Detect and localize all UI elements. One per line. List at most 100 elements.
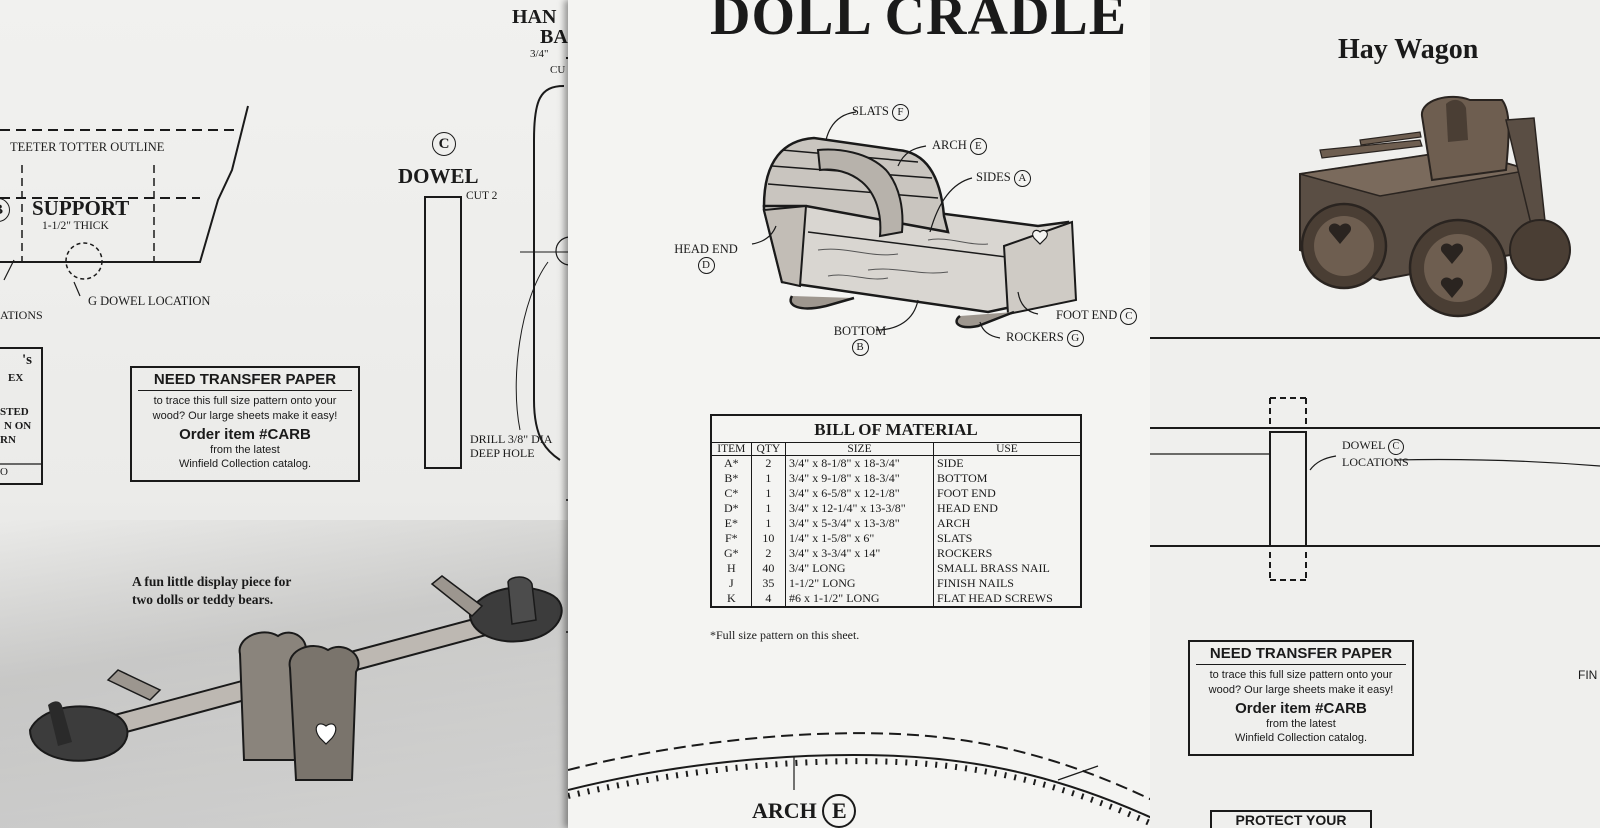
teeter-outline-label: TEETER TOTTER OUTLINE	[10, 140, 165, 154]
label-rockers: ROCKERS G	[1006, 330, 1084, 347]
handle-sub-1: 3/4"	[530, 48, 549, 60]
arch-pattern-text: ARCH	[752, 798, 817, 823]
bom-header-item: ITEM	[710, 442, 752, 456]
box-fragment-1: 's	[22, 352, 33, 368]
bom-item: G*	[710, 546, 752, 561]
bom-size: 3/4" x 6-5/8" x 12-1/8"	[784, 486, 934, 501]
head-end-letter: D	[697, 257, 715, 274]
bom-qty: 35	[750, 576, 786, 591]
bom-qty: 10	[750, 531, 786, 546]
transfer-heading: NEED TRANSFER PAPER	[138, 368, 352, 391]
bom-item: A*	[710, 455, 752, 471]
bom-header-use: USE	[932, 442, 1082, 456]
doll-cradle-title: DOLL CRADLE	[710, 0, 1128, 47]
bom-size: 3/4" x 8-1/8" x 18-3/4"	[784, 455, 934, 471]
label-slats: SLATS F	[852, 104, 909, 121]
bom-size: 1-1/2" LONG	[784, 576, 934, 591]
rockers-label-text: ROCKERS	[1006, 330, 1064, 344]
cradle-illustration	[568, 111, 1152, 827]
bom-title: BILL OF MATERIAL	[711, 415, 1081, 443]
support-thickness: 1-1/2" THICK	[42, 220, 109, 232]
bom-use: FLAT HEAD SCREWS	[932, 591, 1082, 607]
bom-item: J	[710, 576, 752, 591]
dowel-location-label: G DOWEL LOCATION	[88, 294, 211, 308]
protect-heading: PROTECT YOUR	[1235, 812, 1347, 828]
bom-qty: 2	[750, 455, 786, 471]
box-fragment-2: EX	[8, 372, 24, 384]
bom-use: HEAD END	[932, 501, 1082, 516]
box-fragment-4: N ON	[4, 420, 32, 432]
bom-size: 3/4" LONG	[784, 561, 934, 576]
bom-size: 3/4" x 5-3/4" x 13-3/8"	[784, 516, 934, 531]
bom-use: SMALL BRASS NAIL	[932, 561, 1082, 576]
bom-item: F*	[710, 531, 752, 546]
handle-title-2: BA	[540, 26, 568, 48]
bom-size: 3/4" x 3-3/4" x 14"	[784, 546, 934, 561]
bom-header-size: SIZE	[784, 442, 934, 456]
locations-label-text: LOCATIONS	[1342, 455, 1409, 469]
dowel-letter: C	[432, 132, 456, 156]
bottom-letter: B	[851, 339, 869, 356]
teeter-totter-pattern-lines	[0, 57, 570, 781]
transfer-line-1: to trace this full size pattern onto you…	[153, 395, 337, 407]
transfer-catalog: Winfield Collection catalog.	[178, 458, 312, 470]
dowel-title: DOWEL	[398, 164, 479, 188]
support-letter-circle: B	[0, 198, 10, 222]
sides-label-text: SIDES	[976, 170, 1011, 184]
teeter-totter-sheet: TEETER TOTTER OUTLINE B SUPPORT 1-1/2" T…	[0, 0, 570, 828]
bom-qty: 4	[750, 591, 786, 607]
box-fragment-6: O	[0, 466, 8, 478]
bom-qty: 40	[750, 561, 786, 576]
slats-letter: F	[891, 104, 909, 121]
hay-wagon-title: Hay Wagon	[1338, 34, 1479, 65]
label-sides: SIDES A	[976, 170, 1031, 187]
transfer-catalog: Winfield Collection catalog.	[1234, 732, 1368, 744]
protect-your-box: PROTECT YOUR	[1210, 810, 1372, 828]
label-arch: ARCH E	[932, 138, 987, 155]
transfer-paper-ad-left: NEED TRANSFER PAPER to trace this full s…	[130, 366, 360, 482]
foot-end-letter: C	[1120, 308, 1138, 325]
bom-use: ROCKERS	[932, 546, 1082, 561]
bom-size: 3/4" x 12-1/4" x 13-3/8"	[784, 501, 934, 516]
support-letter: B	[0, 198, 10, 222]
handle-title-1: HAN	[512, 6, 557, 28]
hay-wagon-sheet: Hay Wagon DOWEL C	[1150, 0, 1600, 828]
box-fragment-3: STED	[0, 406, 29, 418]
transfer-order: Order item #CARB	[179, 426, 311, 443]
bom-size: #6 x 1-1/2" LONG	[784, 591, 934, 607]
bom-item: C*	[710, 486, 752, 501]
transfer-line-2: wood? Our large sheets make it easy!	[1208, 684, 1394, 696]
bom-use: SLATS	[932, 531, 1082, 546]
dowel-label-letter: C	[1387, 439, 1404, 455]
fun-description-2: two dolls or teddy bears.	[132, 592, 274, 607]
bom-qty: 1	[750, 516, 786, 531]
support-title: SUPPORT	[32, 196, 130, 220]
transfer-line-2: wood? Our large sheets make it easy!	[152, 410, 338, 422]
bom-item: H	[710, 561, 752, 576]
finish-fragment: FIN	[1578, 668, 1598, 682]
bom-item: E*	[710, 516, 752, 531]
sides-letter: A	[1013, 170, 1031, 187]
transfer-from: from the latest	[210, 444, 280, 456]
dowel-label-text: DOWEL	[1342, 438, 1385, 452]
transfer-order: Order item #CARB	[1235, 700, 1367, 717]
bom-size: 3/4" x 9-1/8" x 18-3/4"	[784, 471, 934, 486]
label-bottom: BOTTOM B	[830, 324, 890, 356]
bom-header-qty: QTY	[750, 442, 786, 456]
bom-use: ARCH	[932, 516, 1082, 531]
handle-sub-2: CU	[550, 64, 566, 76]
arch-letter: E	[969, 138, 987, 155]
bom-qty: 1	[750, 501, 786, 516]
locations-fragment: ATIONS	[0, 308, 43, 322]
transfer-from: from the latest	[1266, 718, 1336, 730]
bottom-label-text: BOTTOM	[833, 324, 887, 338]
